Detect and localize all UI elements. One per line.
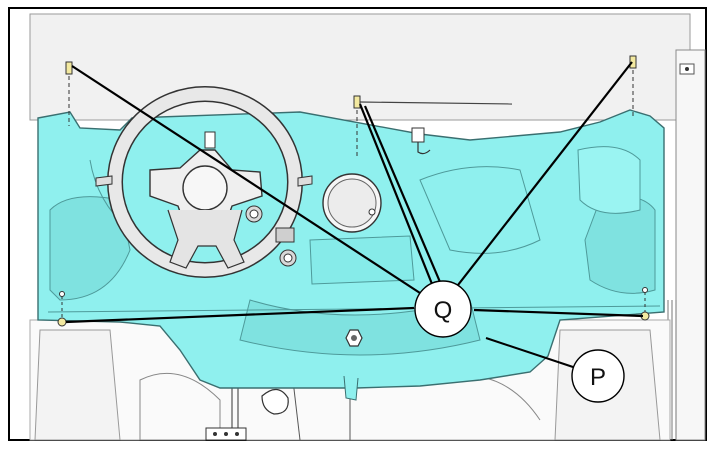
pedal-pad [261,388,289,415]
fastener-right-icon [629,55,637,116]
callout-q-label: Q [434,297,453,324]
center-recess [309,235,415,285]
lower-edge-line [47,305,661,313]
fastener-icon [65,61,73,126]
callout-p-label: P [590,364,606,391]
right-bracket-bolt-icon [685,67,689,71]
left-floor-curve [139,372,221,441]
right-upper-recess [577,146,641,214]
upper-crease-line [359,101,513,105]
fastener-left-side-icon [57,291,67,327]
right-contour [419,166,541,254]
pedal-bolt-1-icon [213,432,217,436]
callout-p-leader [485,337,577,369]
right-frame-pillar [675,49,706,441]
speaker-icon [322,173,382,233]
left-footwell [34,329,121,441]
callout-q: Q [414,280,472,338]
panel-tab [343,375,359,401]
left-pocket [49,196,131,301]
steering-wheel-icon [95,86,313,278]
fastener-center-icon [353,95,361,156]
callout-p: P [571,349,625,403]
pedal-bolt-2-icon [224,432,228,436]
callout-q-leaders [65,61,644,324]
pedal-bolt-3-icon [235,432,239,436]
center-fastener-icon [345,329,363,347]
switch-cluster [245,205,297,267]
connector-icon [411,127,431,155]
